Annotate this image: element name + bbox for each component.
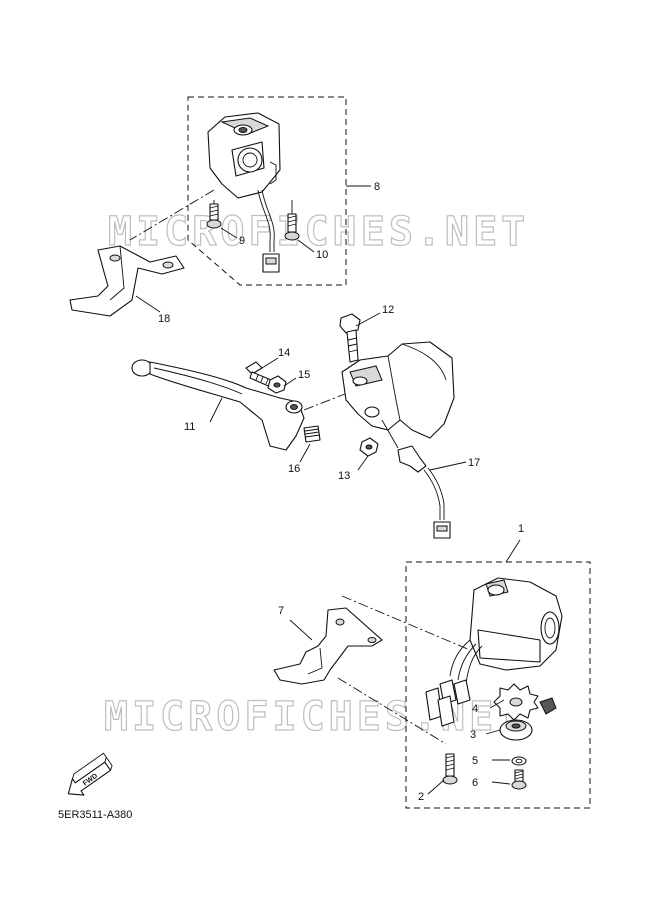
callout-16: 16 <box>288 463 300 475</box>
callout-4: 4 <box>472 703 478 715</box>
callout-13: 13 <box>338 470 350 482</box>
fwd-arrow-icon: FWD <box>67 752 113 796</box>
callouts: 1 2 3 4 5 6 7 8 9 10 11 12 13 14 15 16 1… <box>158 181 524 803</box>
callout-6: 6 <box>472 777 478 789</box>
callout-8: 8 <box>374 181 380 193</box>
callout-7: 7 <box>278 605 284 617</box>
diagram-code: 5ER3511-A380 <box>58 809 132 821</box>
callout-5: 5 <box>472 755 478 767</box>
callout-18: 18 <box>158 313 170 325</box>
callout-2: 2 <box>418 791 424 803</box>
callout-12: 12 <box>382 304 394 316</box>
lever-holder <box>339 313 455 539</box>
switch-assembly-1 <box>405 561 591 809</box>
lever-11 <box>131 359 351 451</box>
callout-10: 10 <box>316 249 328 261</box>
leader-lines <box>135 185 521 795</box>
callout-9: 9 <box>239 235 245 247</box>
watermark-top: MICROFICHES.NET <box>108 209 529 255</box>
fwd-label: FWD <box>82 773 99 788</box>
callout-17: 17 <box>468 457 480 469</box>
callout-3: 3 <box>470 729 476 741</box>
callout-11: 11 <box>184 421 195 433</box>
callout-15: 15 <box>298 369 310 381</box>
bracket-7 <box>273 595 471 745</box>
callout-14: 14 <box>278 347 290 359</box>
lever-hardware <box>245 361 321 443</box>
bracket-18 <box>69 189 215 317</box>
callout-1: 1 <box>518 523 524 535</box>
switch-assembly-8 <box>187 96 347 286</box>
